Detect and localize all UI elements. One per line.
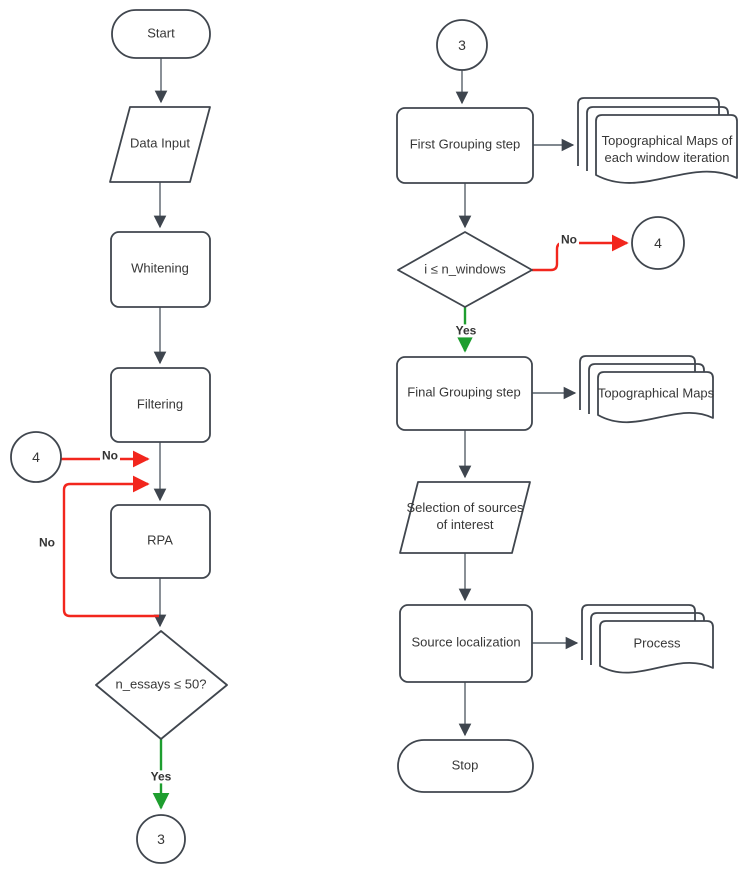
n-essays-decision-label: n_essays ≤ 50? (115, 676, 207, 692)
right-connector-3-shape (436, 19, 488, 71)
start-terminator-shape (111, 9, 211, 59)
no-label-loop: No (37, 535, 57, 550)
right-connector-4-label: 4 (654, 234, 662, 251)
data-input-label: Data Input (130, 135, 190, 151)
multidocument-process (581, 604, 714, 674)
left-connector-3-label: 3 (157, 830, 165, 847)
n-essays-decision-shape (95, 630, 228, 740)
filtering-process-shape (110, 367, 211, 443)
left-connector-4-label: 4 (32, 448, 40, 465)
selection-label: Selection of sources of interest (406, 500, 524, 532)
multidocument-window-iteration-maps (577, 97, 738, 184)
source-localization-label: Source localization (411, 634, 521, 650)
final-grouping-label: Final Grouping step (407, 384, 521, 400)
doc-first-grouping-label: Topographical Maps of each window iterat… (601, 133, 733, 165)
stop-label: Stop (451, 757, 479, 773)
start-label: Start (147, 25, 175, 41)
doc-process-label: Process (633, 635, 681, 651)
stop-terminator-shape (397, 739, 534, 793)
no-label-right: No (559, 232, 579, 247)
first-grouping-label: First Grouping step (409, 136, 521, 152)
n-windows-decision-label: i ≤ n_windows (424, 261, 506, 277)
multidocument-topographical-maps (579, 355, 714, 424)
n-windows-decision-shape (397, 231, 533, 308)
no-label-from-connector4: No (100, 448, 120, 463)
first-grouping-process-shape (396, 107, 534, 184)
left-connector-4-shape (10, 431, 62, 483)
rpa-process-shape (110, 504, 211, 579)
doc-final-grouping-label: Topographical Maps (597, 385, 715, 401)
whitening-label: Whitening (131, 260, 189, 276)
selection-parallelogram-shape (399, 481, 531, 554)
whitening-process-shape (110, 231, 211, 308)
left-connector-3-shape (136, 814, 186, 864)
right-connector-4-shape (631, 216, 685, 270)
yes-label-right: Yes (453, 323, 479, 338)
filtering-label: Filtering (136, 396, 184, 412)
final-grouping-process-shape (396, 356, 533, 431)
right-connector-3-label: 3 (458, 36, 466, 53)
data-input-parallelogram-shape (109, 106, 211, 183)
yes-label-left: Yes (148, 769, 174, 784)
rpa-label: RPA (147, 532, 173, 548)
edge-decision-no-to-connector4 (532, 234, 629, 272)
edge-decision-no-loop-to-rpa (62, 475, 159, 618)
source-localization-process-shape (399, 604, 533, 683)
